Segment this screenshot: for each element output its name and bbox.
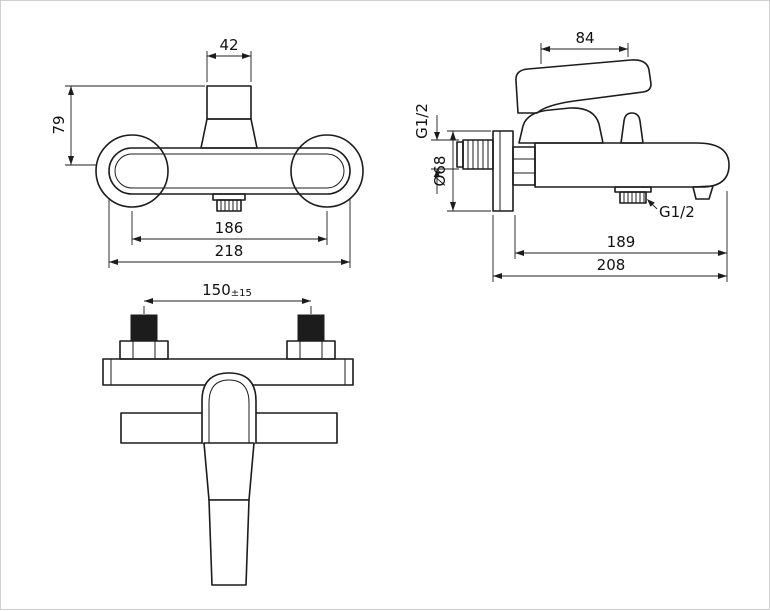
inlet-thread-lines bbox=[467, 139, 489, 170]
label-outlet-thread: G1/2 bbox=[647, 199, 695, 221]
cartridge-block bbox=[206, 85, 252, 120]
right-hex-nut bbox=[286, 340, 336, 360]
cartridge-dome bbox=[518, 107, 604, 144]
body-bar-inner bbox=[114, 153, 345, 189]
outlet-thread-lines bbox=[220, 199, 238, 212]
dim-handle-width: 42 bbox=[206, 36, 252, 82]
outlet-collar bbox=[212, 193, 246, 201]
left-hex-nut bbox=[119, 340, 169, 360]
mount-nut-facets bbox=[512, 158, 536, 174]
side-view: 84 G1/2 Ø68 G1/2 189 bbox=[413, 29, 730, 282]
dim-body-depth: 189 bbox=[514, 191, 728, 282]
left-connector-block bbox=[130, 314, 158, 342]
wall-escutcheon bbox=[492, 130, 514, 212]
side-outline bbox=[456, 59, 730, 212]
dim-text-150: 150±15 bbox=[202, 281, 252, 299]
dim-text-208: 208 bbox=[597, 256, 626, 274]
dim-height: 79 bbox=[50, 85, 205, 166]
dim-text-inlet-g12: G1/2 bbox=[413, 103, 431, 139]
left-hex-nut-facets bbox=[132, 340, 156, 360]
right-connector-block bbox=[297, 314, 325, 342]
spout-tip-outlet bbox=[692, 185, 714, 200]
dim-text-42: 42 bbox=[219, 36, 238, 54]
dim-inlet-thread: G1/2 bbox=[413, 103, 459, 194]
dim-text-186: 186 bbox=[215, 219, 244, 237]
dim-text-outlet-g12: G1/2 bbox=[659, 203, 695, 221]
dim-escutcheon-diameter: Ø68 bbox=[431, 130, 491, 212]
dim-text-d68: Ø68 bbox=[431, 156, 449, 187]
handle-arch-inner bbox=[208, 379, 250, 444]
lever-handle bbox=[515, 59, 652, 114]
mount-nut bbox=[512, 146, 536, 186]
dim-mount-centers: 150±15 bbox=[143, 281, 312, 314]
dim-overall-depth: 208 bbox=[492, 215, 727, 282]
right-hex-nut-facets bbox=[299, 340, 323, 360]
bottom-outline bbox=[102, 314, 354, 586]
front-outline bbox=[95, 85, 364, 212]
spout-taper bbox=[203, 442, 255, 501]
shower-outlet-thread-lines bbox=[623, 191, 645, 204]
shower-outlet-thread bbox=[619, 191, 647, 204]
body-bar bbox=[108, 147, 351, 195]
mounting-plate-lines bbox=[110, 358, 346, 386]
spout-body bbox=[534, 142, 730, 188]
dim-text-79: 79 bbox=[50, 115, 68, 134]
handle-arch bbox=[201, 372, 257, 443]
dim-text-218: 218 bbox=[215, 242, 244, 260]
bottom-view: 150±15 bbox=[102, 281, 354, 586]
dim-text-189: 189 bbox=[607, 233, 636, 251]
right-escutcheon bbox=[290, 134, 364, 208]
spout-lower bbox=[208, 499, 250, 586]
dim-lever-length: 84 bbox=[540, 29, 629, 64]
left-escutcheon bbox=[95, 134, 169, 208]
diverter-knob bbox=[620, 112, 644, 144]
dim-text-84: 84 bbox=[575, 29, 594, 47]
front-view: 42 79 186 218 bbox=[50, 36, 364, 268]
cartridge-base bbox=[200, 118, 258, 149]
dim-overall-width: 218 bbox=[108, 198, 351, 268]
inlet-flange bbox=[456, 141, 464, 168]
dim-hole-centers: 186 bbox=[131, 211, 328, 245]
